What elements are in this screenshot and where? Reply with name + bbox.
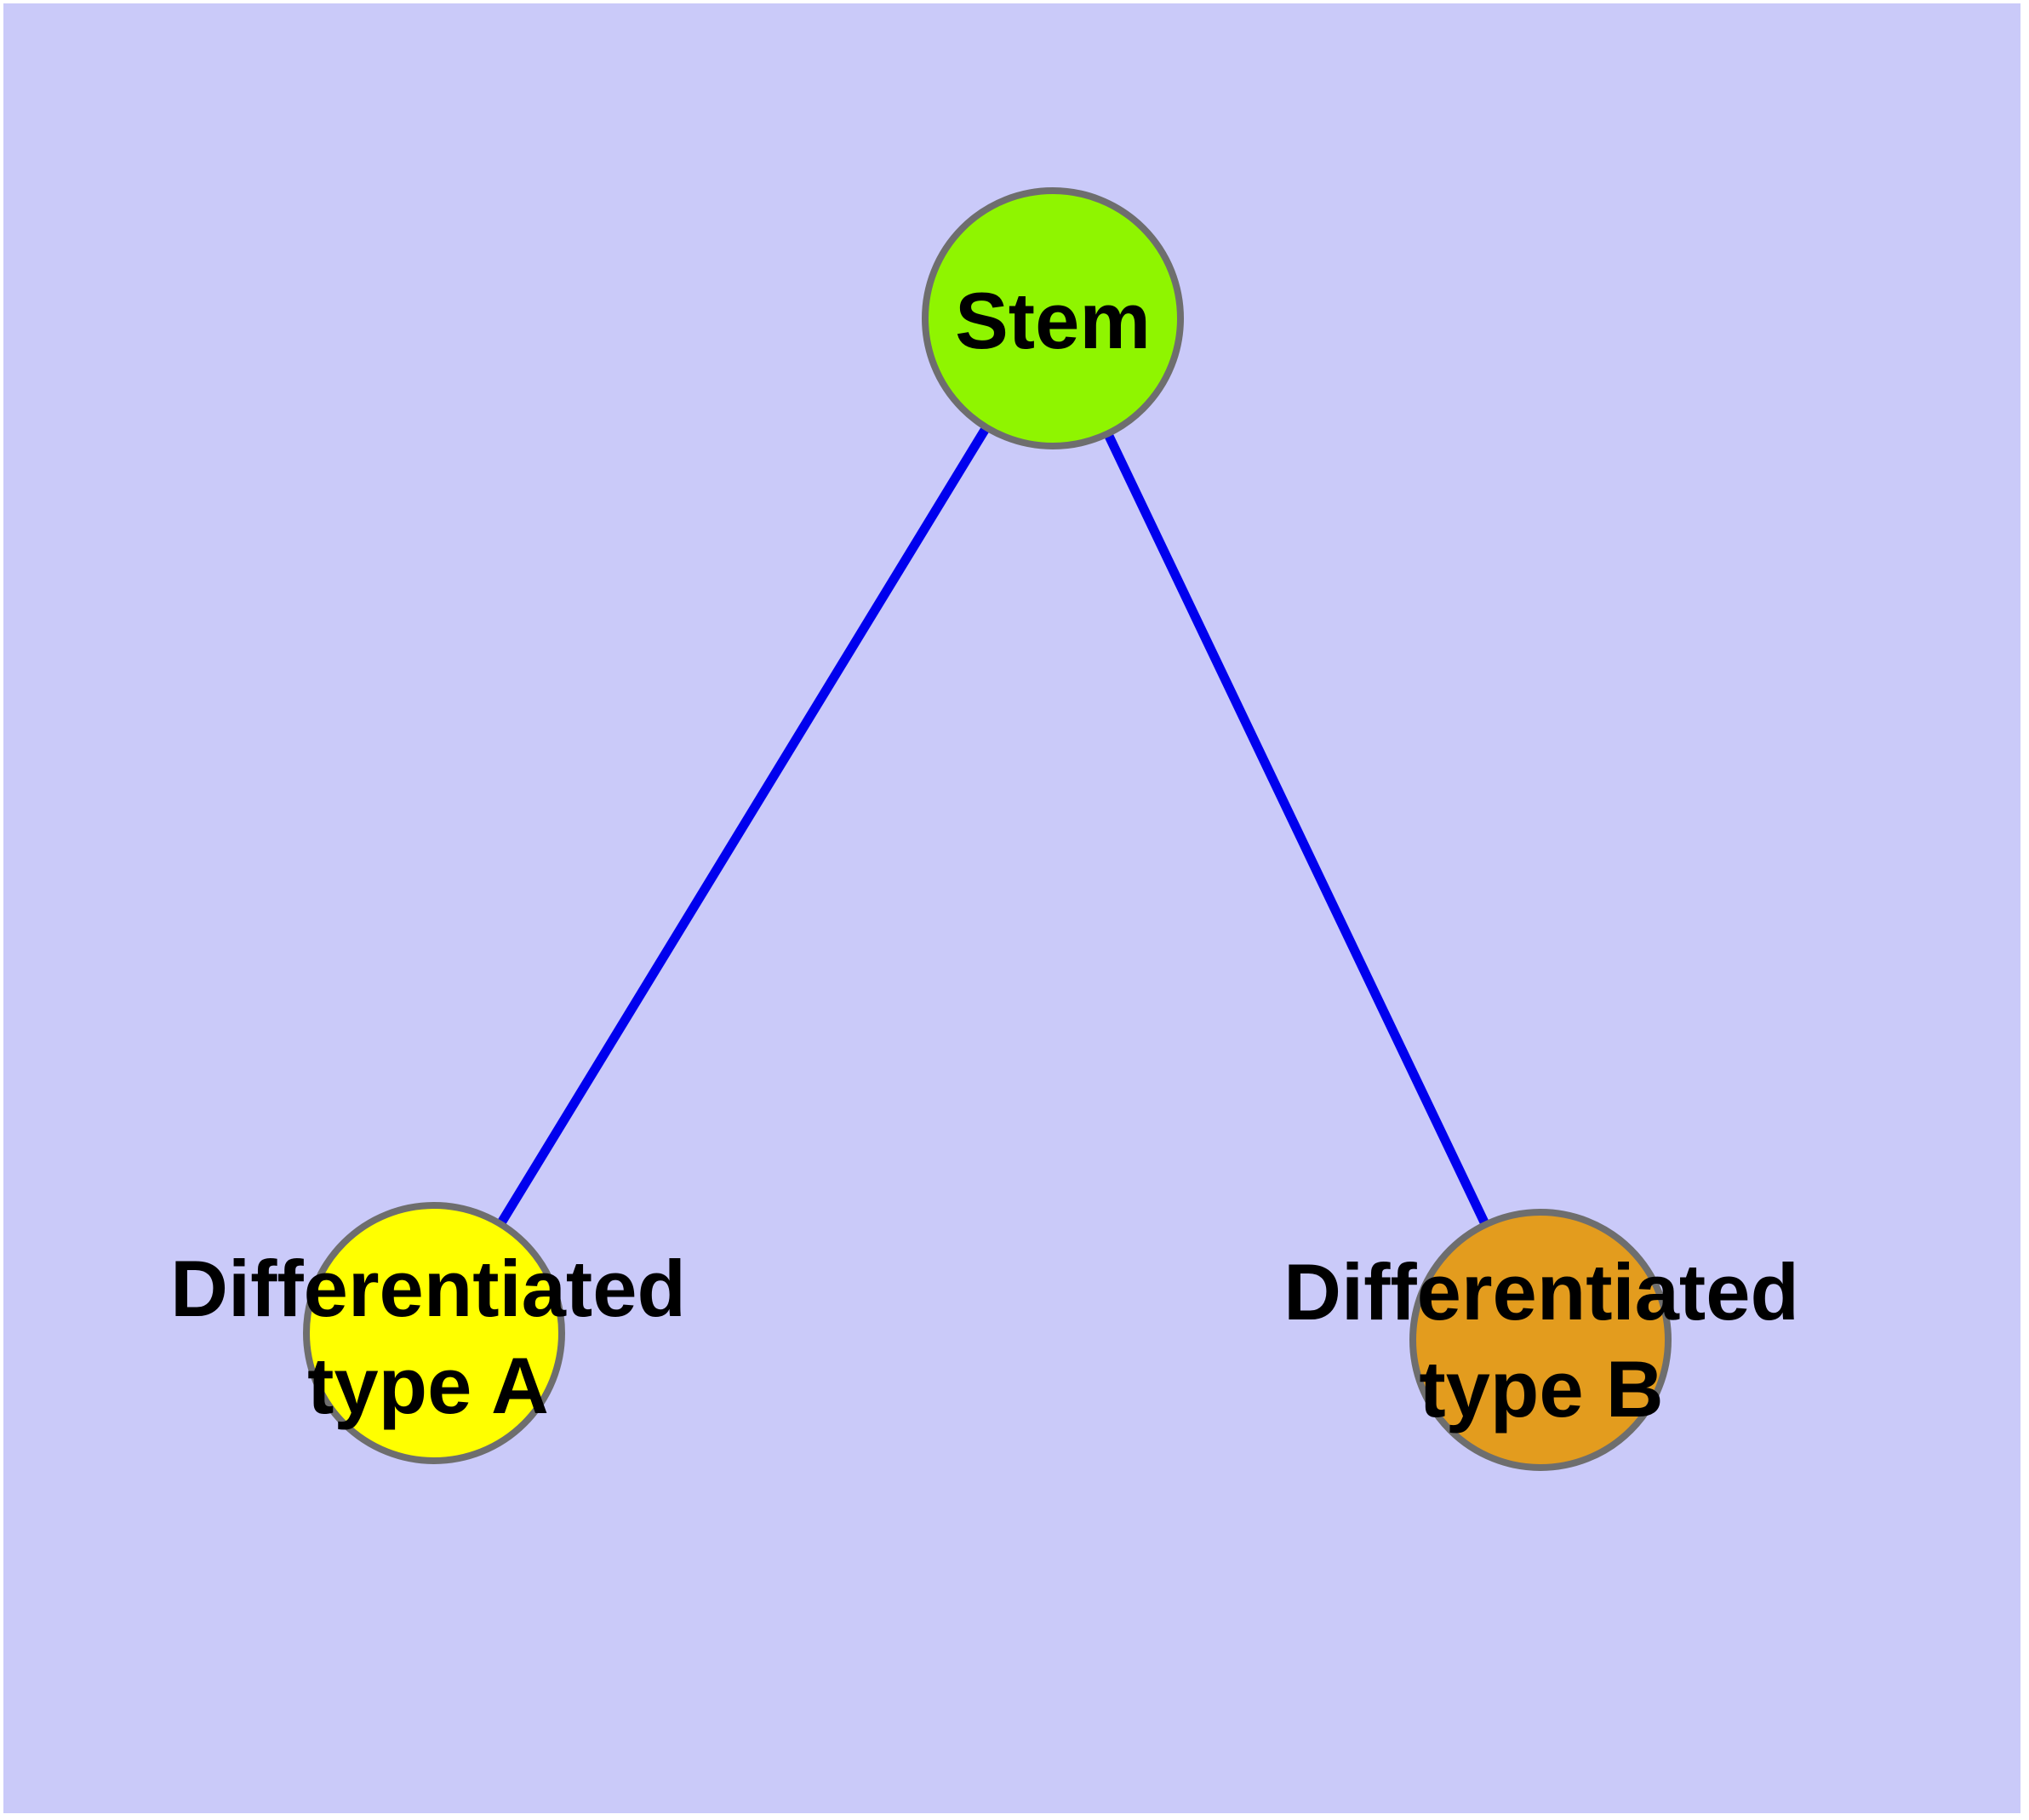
node-circle-type-b	[1409, 1209, 1672, 1471]
edge-stem-type-a	[430, 316, 1057, 1336]
node-circle-type-a	[303, 1202, 565, 1464]
node-circle-stem	[922, 187, 1184, 449]
edge-stem-type-b	[1049, 316, 1545, 1342]
